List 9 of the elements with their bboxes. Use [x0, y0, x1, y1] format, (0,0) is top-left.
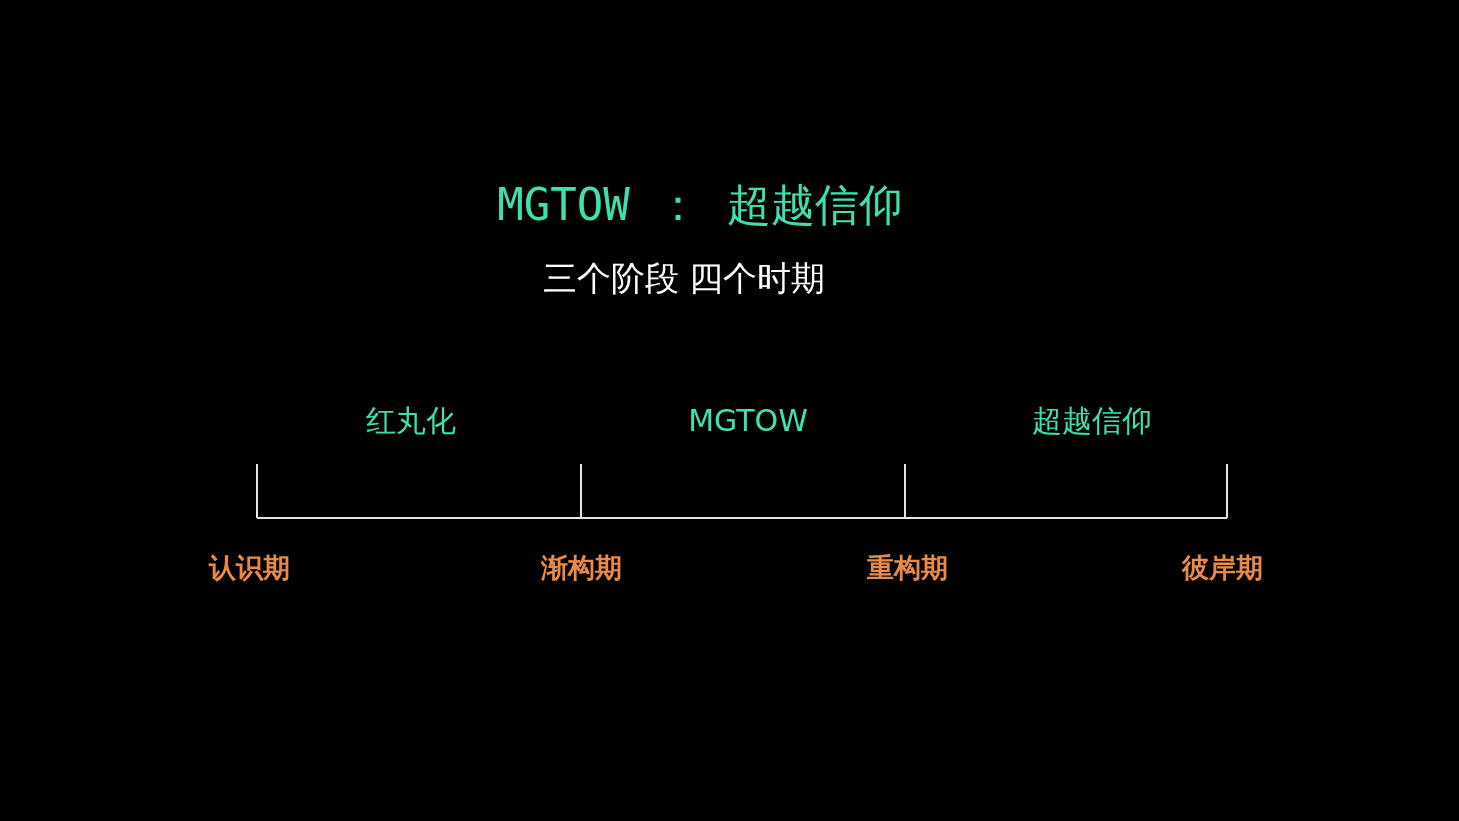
- subtitle: 三个阶段 四个时期: [542, 256, 826, 300]
- title: MGTOW ： 超越信仰: [497, 178, 903, 232]
- stage-label: MGTOW: [688, 401, 808, 440]
- stage-label: 超越信仰: [1032, 401, 1152, 440]
- period-label: 渐构期: [540, 550, 622, 585]
- period-label: 彼岸期: [1181, 550, 1263, 585]
- period-label: 重构期: [866, 550, 948, 585]
- period-label: 认识期: [208, 550, 290, 585]
- stage-label: 红丸化: [366, 401, 456, 440]
